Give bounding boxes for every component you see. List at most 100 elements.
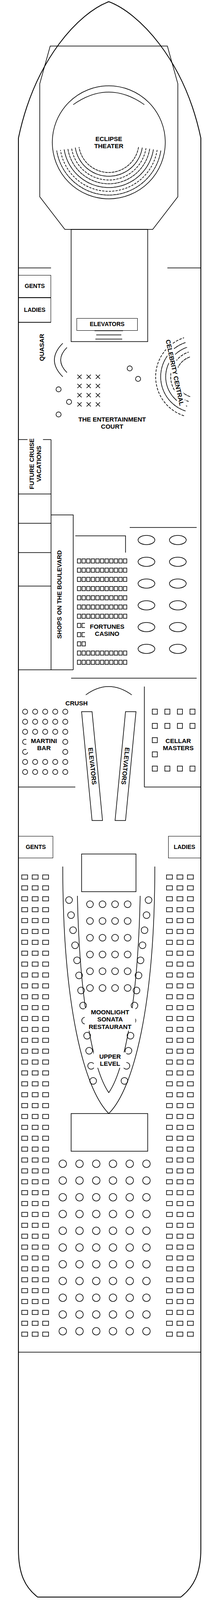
dining-table	[42, 1037, 49, 1042]
round-table	[125, 1192, 134, 1201]
lounge-table	[56, 386, 62, 392]
dining-table	[21, 1298, 28, 1303]
slot-machine	[109, 595, 113, 600]
dining-table	[42, 1331, 49, 1336]
slot-machine	[109, 659, 113, 665]
round-table	[109, 1310, 117, 1318]
room-box: LADIES	[168, 835, 201, 858]
round-table	[92, 1159, 101, 1167]
court-seat	[86, 383, 91, 388]
bar-seat	[52, 708, 58, 714]
slot-machine	[77, 623, 81, 628]
dining-table	[166, 1222, 173, 1227]
round-table	[125, 1209, 134, 1218]
dining-table	[166, 1026, 173, 1032]
slot-machine	[114, 659, 118, 665]
dining-table	[187, 1222, 194, 1227]
slot-machine	[86, 558, 90, 563]
dining-table	[32, 1244, 39, 1249]
round-table	[99, 900, 106, 908]
slot-machine	[91, 577, 95, 582]
court-seat	[77, 383, 82, 388]
dining-table	[32, 1331, 39, 1336]
round-table	[109, 1159, 117, 1167]
dining-table	[176, 1124, 183, 1129]
slot-machine	[109, 577, 113, 582]
dining-table	[166, 896, 173, 901]
round-table	[124, 950, 131, 958]
round-table	[58, 1176, 67, 1184]
dining-table	[166, 961, 173, 966]
round-table	[125, 1159, 134, 1167]
slot-machine	[118, 604, 123, 609]
bar-seat	[52, 728, 58, 734]
dining-table	[176, 1135, 183, 1140]
slot-machine	[100, 567, 104, 572]
round-table	[125, 1310, 134, 1318]
dining-table	[42, 939, 49, 944]
dining-table	[166, 1070, 173, 1075]
dining-table	[21, 1309, 28, 1314]
dining-table	[187, 1287, 194, 1293]
dining-table	[42, 1157, 49, 1162]
dining-table	[32, 918, 39, 923]
dining-table	[21, 961, 28, 966]
slot-machine	[105, 659, 109, 665]
court-seat	[86, 374, 91, 379]
slot-machine	[114, 604, 118, 609]
dining-table	[176, 1070, 183, 1075]
dining-table	[32, 907, 39, 912]
dining-table	[21, 1015, 28, 1021]
dining-table	[166, 1179, 173, 1184]
slot-machine	[95, 586, 100, 591]
theater-seat-row	[56, 150, 162, 195]
dining-table	[42, 972, 49, 977]
round-table	[142, 1159, 151, 1167]
slot-machine	[82, 650, 86, 655]
dining-table	[166, 918, 173, 923]
dining-table	[187, 1331, 194, 1336]
round-table	[111, 917, 119, 924]
slot-machine	[86, 659, 90, 665]
court-seat	[77, 402, 82, 407]
dining-table	[166, 1157, 173, 1162]
dining-table	[187, 972, 194, 977]
round-table	[124, 900, 131, 908]
wine-table	[177, 765, 183, 771]
dining-table	[32, 1255, 39, 1260]
round-table	[99, 984, 106, 991]
service-box	[71, 1113, 148, 1151]
dining-table	[21, 885, 28, 890]
dining-table	[166, 1287, 173, 1293]
round-table	[142, 1326, 151, 1335]
dining-table	[21, 1179, 28, 1184]
dining-table	[42, 1179, 49, 1184]
dining-table	[21, 972, 28, 977]
round-table	[69, 926, 77, 934]
round-table	[142, 1293, 151, 1301]
dining-table	[176, 1320, 183, 1325]
dining-table	[42, 1277, 49, 1282]
slot-machine	[77, 641, 81, 646]
slot-machine	[123, 613, 127, 619]
slot-machine	[123, 650, 127, 655]
dining-table	[21, 1266, 28, 1271]
dining-table	[166, 1048, 173, 1053]
slot-machine	[86, 586, 90, 591]
bar-seat	[52, 718, 58, 724]
bar-seat	[42, 769, 48, 775]
round-table	[71, 941, 79, 949]
round-table	[99, 933, 106, 941]
dining-table	[187, 983, 194, 988]
room-name: LADIES	[23, 306, 46, 313]
slot-machine	[91, 613, 95, 619]
wine-table	[152, 708, 158, 714]
round-table	[58, 1159, 67, 1167]
dining-table	[187, 1135, 194, 1140]
dining-table	[42, 1200, 49, 1206]
dining-table	[42, 1005, 49, 1010]
slot-machine	[91, 595, 95, 600]
dining-table	[42, 1059, 49, 1064]
bar-seat	[62, 759, 68, 765]
dining-table	[176, 1037, 183, 1042]
